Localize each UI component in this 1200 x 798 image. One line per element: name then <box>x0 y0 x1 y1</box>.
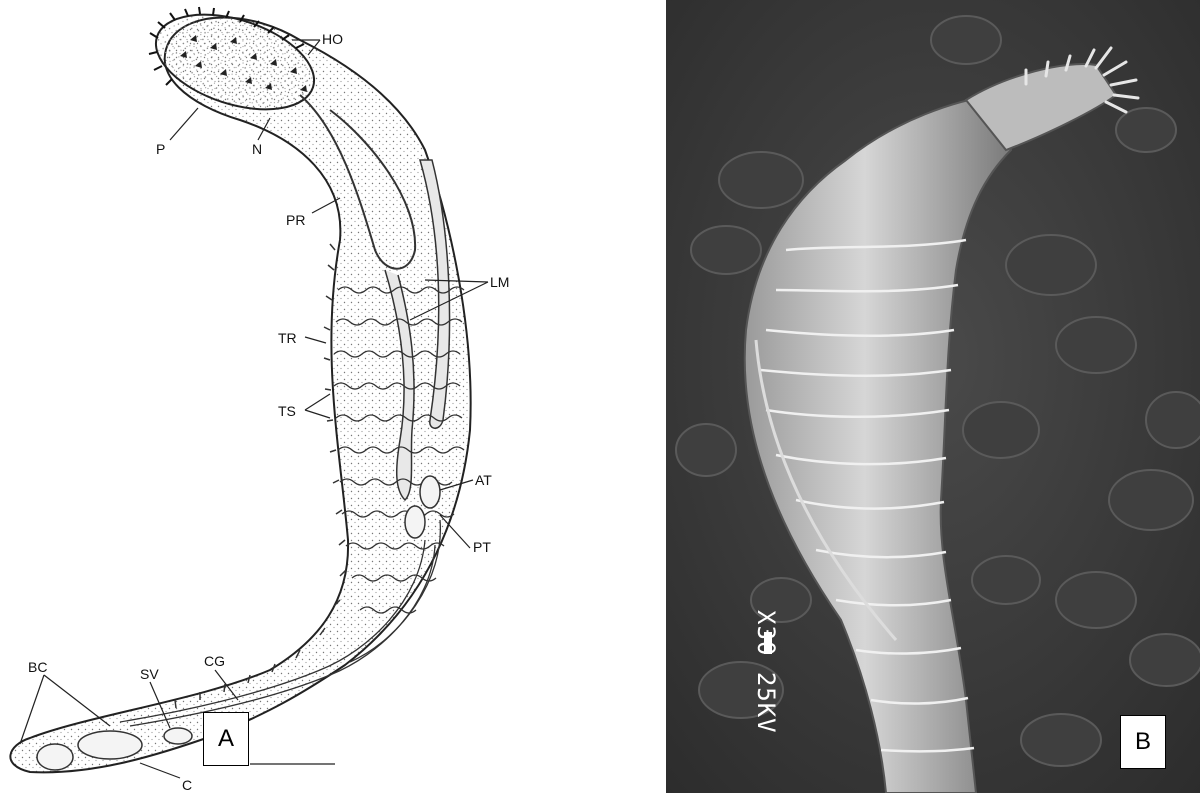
label-n: N <box>252 141 262 157</box>
worm-drawing: HO P N PR LM TR TS AT PT BC SV CG C <box>0 0 660 793</box>
label-pt: PT <box>473 539 491 555</box>
label-ts: TS <box>278 403 296 419</box>
seminal-vesicle <box>164 728 192 744</box>
bursa-structure-1 <box>78 731 142 759</box>
worm-body-outline <box>10 18 470 773</box>
label-lm: LM <box>490 274 509 290</box>
label-c: C <box>182 777 192 793</box>
panel-b-tag: B <box>1120 715 1166 769</box>
panel-b-micrograph: B <box>666 0 1200 793</box>
label-bc: BC <box>28 659 47 675</box>
posterior-testis <box>405 506 425 538</box>
label-sv: SV <box>140 666 159 682</box>
label-cg: CG <box>204 653 225 669</box>
voltage-text: 25KV <box>752 672 780 734</box>
label-p: P <box>156 141 165 157</box>
panel-a-drawing: HO P N PR LM TR TS AT PT BC SV CG C A <box>0 0 660 793</box>
anterior-testis <box>420 476 440 508</box>
label-tr: TR <box>278 330 297 346</box>
panel-a-tag: A <box>203 712 249 766</box>
label-ho: HO <box>322 31 343 47</box>
magnification-text: X30 <box>752 610 780 656</box>
label-at: AT <box>475 472 492 488</box>
sem-magnification-voltage: X30 25KV <box>752 610 780 734</box>
label-pr: PR <box>286 212 305 228</box>
bursa-structure-2 <box>37 744 73 770</box>
sem-image <box>666 0 1200 793</box>
sem-scale-annotation: X30 25KV <box>764 610 804 780</box>
